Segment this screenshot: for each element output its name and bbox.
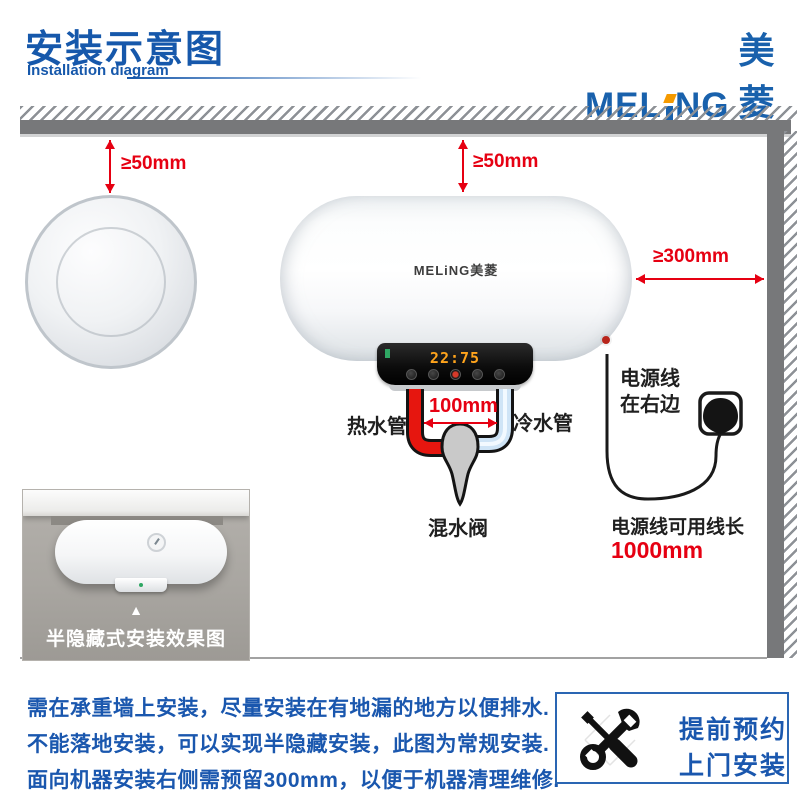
panel-status-led bbox=[385, 349, 390, 358]
power-indicator-light bbox=[602, 336, 610, 344]
panel-button bbox=[493, 369, 505, 380]
panel-button bbox=[427, 369, 439, 380]
service-text-line1: 提前预约 bbox=[679, 716, 788, 744]
subtitle-underline bbox=[127, 77, 437, 79]
panel-button bbox=[405, 369, 417, 380]
control-panel-base bbox=[389, 385, 521, 391]
mixing-valve bbox=[440, 422, 480, 507]
dimension-arrow-pipe-spacing bbox=[424, 422, 497, 424]
control-panel: 22:75 bbox=[377, 343, 533, 385]
inset-heater-gauge bbox=[147, 533, 166, 552]
ceiling-hatch bbox=[20, 106, 797, 121]
hot-pipe-label: 热水管 bbox=[347, 416, 407, 438]
cold-pipe-label: 冷水管 bbox=[513, 413, 573, 435]
dimension-label-ceiling-center: ≥50mm bbox=[473, 151, 539, 172]
dimension-arrow-right-wall bbox=[636, 278, 764, 280]
inset-heater bbox=[55, 520, 227, 584]
ceiling-bar bbox=[20, 120, 791, 137]
right-wall-bar bbox=[767, 131, 784, 658]
dimension-label-ceiling-left: ≥50mm bbox=[121, 153, 187, 174]
panel-power-button bbox=[449, 369, 461, 380]
plug-socket-icon bbox=[698, 391, 743, 436]
page-title: 安装示意图 bbox=[25, 29, 226, 71]
dimension-arrow-ceiling-center bbox=[462, 140, 464, 192]
cord-length-value: 1000mm bbox=[611, 537, 704, 563]
install-note-line3: 面向机器安装右侧需预留300mm，以便于机器清理维修. bbox=[27, 769, 560, 792]
page-subtitle: Installation diagram bbox=[27, 62, 169, 79]
install-note-line1: 需在承重墙上安装，尽量安装在有地漏的地方以便排水. bbox=[27, 697, 550, 720]
inset-heater-bracket bbox=[115, 578, 167, 592]
tools-icon bbox=[580, 708, 640, 770]
cord-length-caption: 电源线可用线长 bbox=[611, 517, 745, 538]
right-wall-hatch bbox=[784, 131, 797, 658]
plug-icon bbox=[703, 398, 738, 434]
cord-side-label-line1: 电源线 bbox=[620, 368, 680, 390]
temperature-display: 22:75 bbox=[429, 349, 481, 367]
floor-line bbox=[20, 657, 767, 659]
cord-side-label-line2: 在右边 bbox=[620, 394, 680, 416]
inset-pointer-triangle: ▲ bbox=[129, 602, 143, 618]
heater-end-view bbox=[25, 195, 197, 369]
install-note-line2: 不能落地安装，可以实现半隐藏安装，此图为常规安装. bbox=[27, 733, 550, 756]
semi-hidden-install-inset: ▲ 半隐藏式安装效果图 bbox=[22, 489, 250, 661]
inset-ceiling bbox=[23, 490, 249, 516]
mixing-valve-label: 混水阀 bbox=[428, 518, 488, 540]
heater-end-view-ring bbox=[56, 226, 166, 338]
panel-button-row bbox=[377, 369, 533, 380]
dimension-arrow-ceiling-left bbox=[109, 140, 111, 193]
water-heater-tank: MELiNG美菱 bbox=[280, 196, 632, 361]
service-appointment-box: 提前预约 上门安装 bbox=[555, 692, 789, 784]
panel-button bbox=[471, 369, 483, 380]
service-text-line2: 上门安装 bbox=[679, 752, 788, 780]
inset-caption: 半隐藏式安装效果图 bbox=[45, 629, 226, 650]
dimension-label-right-wall: ≥300mm bbox=[653, 246, 729, 267]
tank-brand-text: MELiNG美菱 bbox=[413, 263, 499, 278]
dimension-label-pipe-spacing: 100mm bbox=[429, 395, 498, 417]
